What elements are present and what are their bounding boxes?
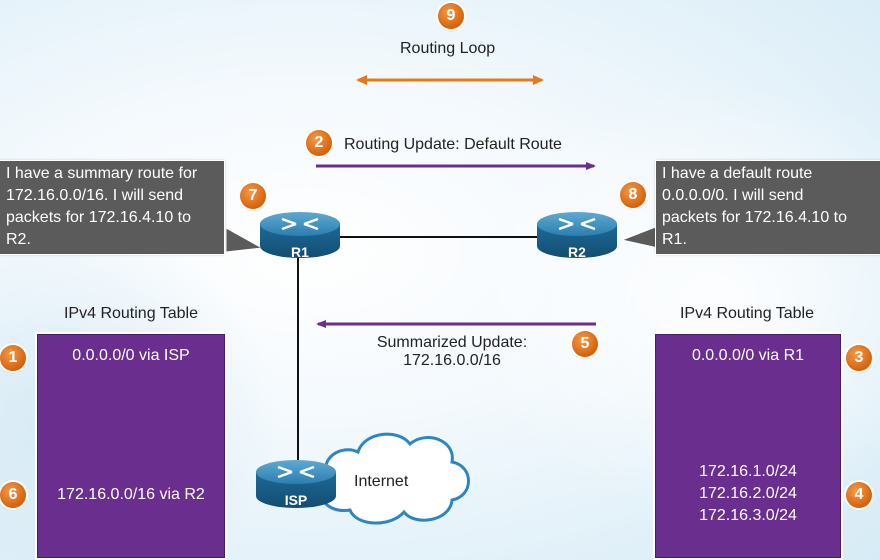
router-r1: [260, 212, 340, 258]
callout-r1-line: R2.: [6, 231, 31, 248]
left-table-entry-summary: 172.16.0.0/16 via R2: [57, 486, 205, 503]
callout-r2-pointer: [620, 225, 659, 249]
callout-r1-line: packets for 172.16.4.10 to: [6, 209, 192, 226]
right-routing-table: 0.0.0.0/0 via R1 172.16.1.0/24 172.16.2.…: [655, 334, 841, 558]
badge-1: 1: [0, 345, 26, 371]
badge-8: 8: [620, 182, 646, 208]
router-r2-label: R2: [568, 244, 586, 260]
router-isp-label: ISP: [284, 492, 308, 508]
left-table-title: IPv4 Routing Table: [63, 305, 198, 322]
callout-r1-line: 172.16.0.0/16. I will send: [6, 187, 184, 204]
right-table-entry-default: 0.0.0.0/0 via R1: [691, 347, 805, 364]
right-table-entry-subnet: 172.16.3.0/24: [699, 507, 797, 524]
callout-r2-line: R1.: [662, 231, 687, 248]
right-table-entry-subnet: 172.16.2.0/24: [699, 485, 797, 502]
badge-7: 7: [240, 183, 266, 209]
callout-r2-line: I have a default route: [662, 165, 813, 182]
badge-6: 6: [0, 482, 26, 508]
badge-2: 2: [306, 130, 332, 156]
summarized-update-label: Summarized Update: 172.16.0.0/16: [352, 334, 552, 370]
badge-5: 5: [572, 331, 598, 357]
right-table-title: IPv4 Routing Table: [679, 305, 814, 322]
router-r1-label: R1: [291, 244, 309, 260]
summarized-update-line2: 172.16.0.0/16: [403, 352, 501, 369]
callout-r1: I have a summary route for 172.16.0.0/16…: [0, 161, 224, 254]
right-table-entry-subnet: 172.16.1.0/24: [699, 463, 797, 480]
summarized-update-line1: Summarized Update:: [376, 334, 528, 351]
callout-r1-line: I have a summary route for: [6, 165, 198, 182]
routing-loop-title: Routing Loop: [400, 40, 496, 57]
badge-4: 4: [846, 482, 872, 508]
callout-r1-pointer: [225, 227, 264, 253]
badge-3: 3: [846, 345, 872, 371]
left-routing-table: 0.0.0.0/0 via ISP 172.16.0.0/16 via R2: [37, 334, 225, 558]
left-table-entry-default: 0.0.0.0/0 via ISP: [72, 347, 190, 364]
internet-cloud: [319, 432, 470, 525]
internet-label: Internet: [354, 473, 409, 490]
router-isp: [256, 460, 336, 508]
callout-r2-line: packets for 172.16.4.10 to: [662, 209, 848, 226]
callout-r2-line: 0.0.0.0/0. I will send: [662, 187, 804, 204]
default-route-update-label: Routing Update: Default Route: [344, 136, 562, 153]
badge-9: 9: [438, 3, 464, 29]
callout-r2: I have a default route 0.0.0.0/0. I will…: [656, 161, 880, 254]
router-r2: [537, 212, 617, 258]
